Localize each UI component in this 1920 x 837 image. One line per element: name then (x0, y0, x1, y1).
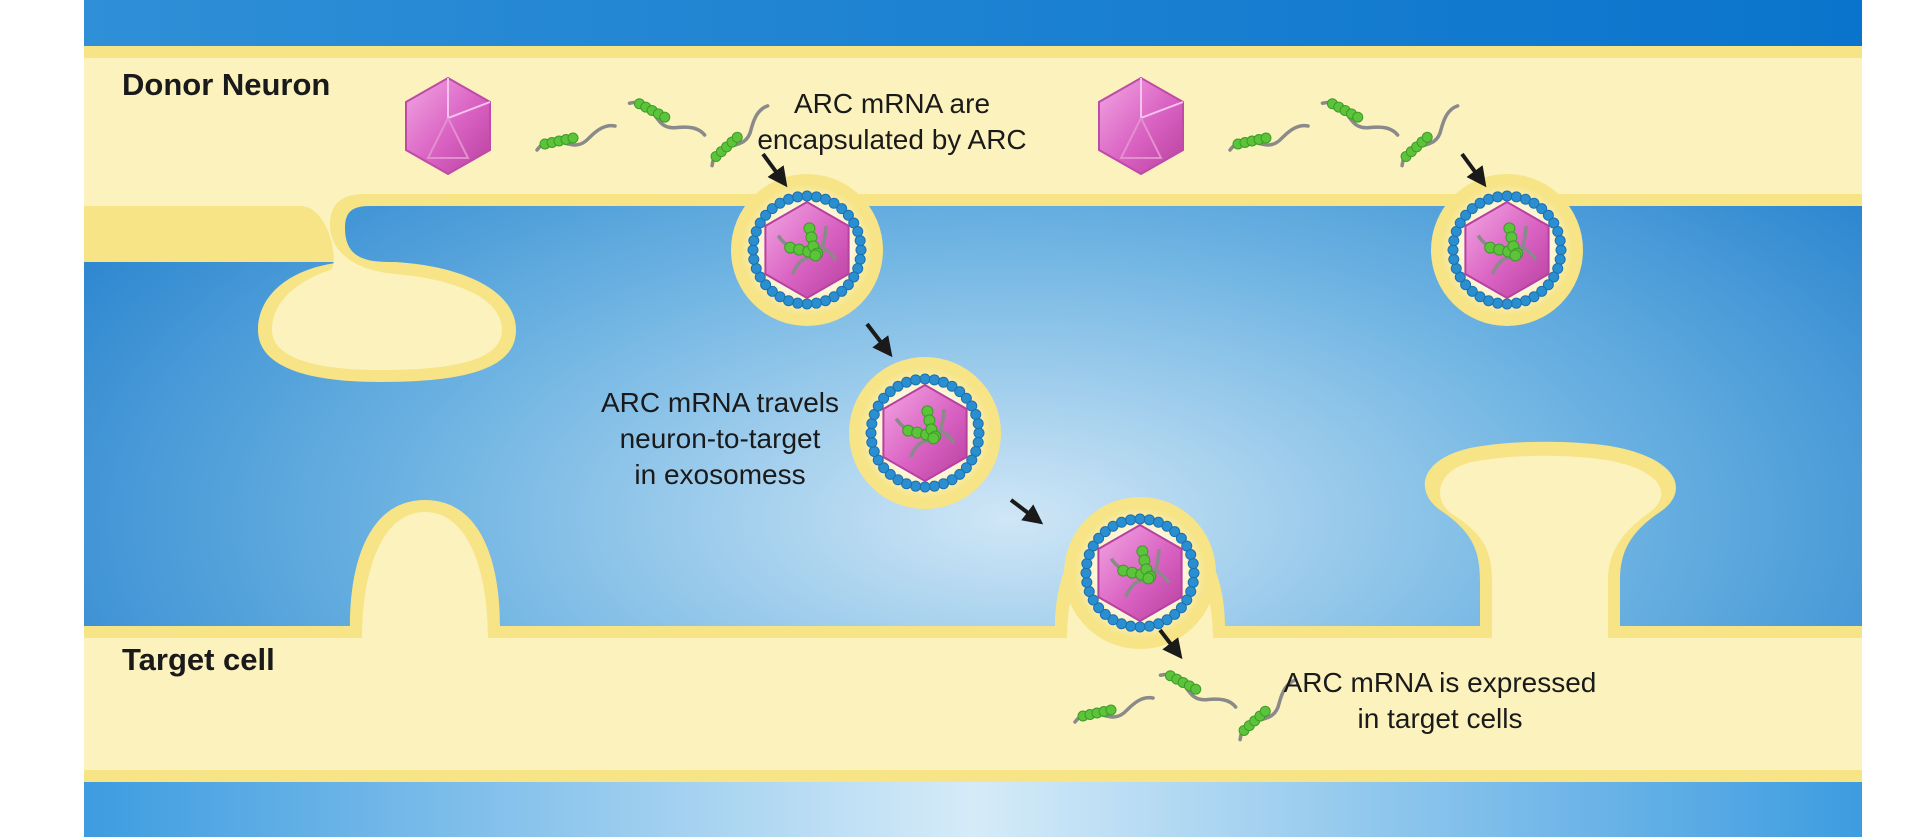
free-capsid (405, 76, 491, 176)
arrow-encapsulation-right (1460, 152, 1487, 188)
arrow-travel (1009, 498, 1044, 525)
donor-neuron-membrane (84, 46, 1862, 382)
caption-line: in exosomess (634, 459, 806, 490)
caption-expressed: ARC mRNA is expressed in target cells (1270, 665, 1610, 737)
exosome (1431, 174, 1583, 326)
caption-line: in target cells (1357, 703, 1523, 734)
mrna-strand (1228, 123, 1310, 152)
mrna-strand (1400, 104, 1460, 168)
caption-line: ARC mRNA are (793, 88, 991, 119)
mrna-strand (627, 98, 707, 137)
exosome (1064, 497, 1216, 649)
target-cell-membrane (84, 441, 1862, 782)
exosome (849, 357, 1001, 509)
caption-line: encapsulated by ARC (757, 124, 1027, 155)
mrna-strand (710, 104, 770, 168)
free-capsid (1098, 76, 1184, 176)
caption-line: ARC mRNA is expressed (1283, 667, 1597, 698)
mrna-strand (1158, 670, 1238, 709)
caption-encapsulated: ARC mRNA are encapsulated by ARC (742, 86, 1042, 158)
exosome (731, 174, 883, 326)
mrna-strand (1073, 695, 1155, 724)
arrow-encapsulation (761, 152, 788, 188)
flow-arrows (761, 152, 1487, 660)
mrna-strand (1238, 678, 1298, 742)
caption-line: ARC mRNA travels (600, 387, 840, 418)
arrow-release (865, 322, 893, 358)
mrna-strand (535, 123, 617, 152)
bottom-extracellular-strip (84, 782, 1862, 837)
caption-line: neuron-to-target (619, 423, 821, 454)
arrow-uptake (1158, 628, 1183, 660)
top-extracellular-strip (84, 0, 1862, 46)
mrna-strand (1320, 98, 1400, 137)
donor-neuron-label: Donor Neuron (122, 67, 331, 102)
target-cell-label: Target cell (122, 642, 275, 677)
caption-travels: ARC mRNA travels neuron-to-target in exo… (585, 385, 855, 493)
